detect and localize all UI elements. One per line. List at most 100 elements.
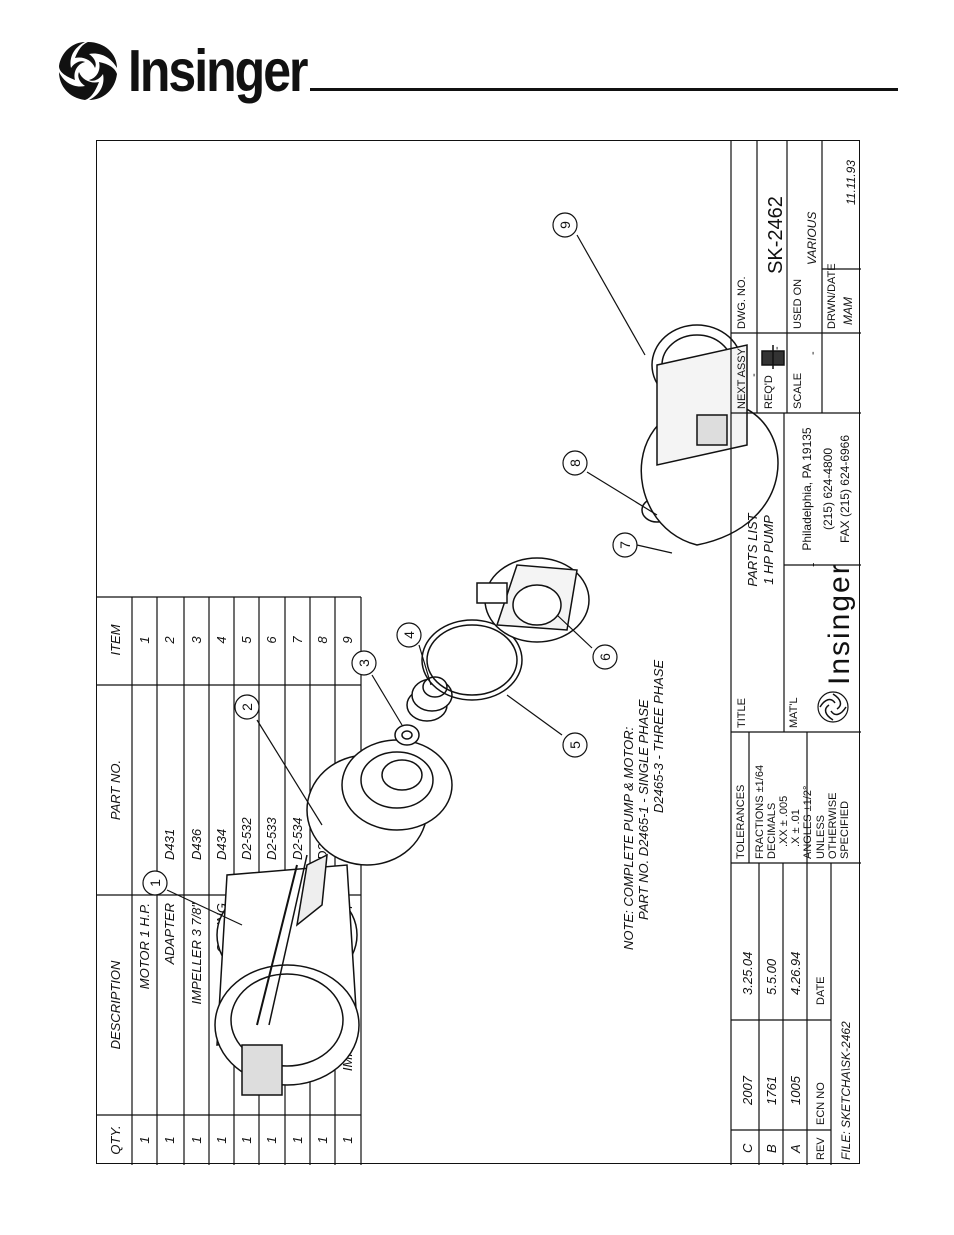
callout-circle	[562, 450, 588, 476]
scale-value: -	[807, 351, 819, 355]
callout-circle	[592, 644, 618, 670]
parts-cell-item: 8	[315, 636, 330, 644]
parts-cell-item: 5	[239, 636, 254, 644]
page-header: Insinger	[0, 0, 954, 110]
revision-cell-date: 3.25.04	[740, 952, 755, 995]
reqd-value: -	[771, 346, 783, 350]
used-on-value: VARIOUS	[805, 212, 819, 265]
callout-label: 7	[617, 541, 633, 549]
parts-cell-item: 3	[189, 636, 204, 644]
parts-cell-description: MOTOR 1 H.P.	[137, 903, 152, 989]
parts-cell-item: 6	[264, 636, 279, 644]
parts-cell-qty: 1	[239, 1136, 254, 1143]
revision-cell-rev: A	[788, 1144, 803, 1154]
next-assy-value: -	[748, 373, 760, 377]
tolerance-otherwise: OTHERWISE	[827, 793, 839, 859]
title-block-lines	[730, 141, 861, 1165]
parts-cell-qty: 1	[315, 1136, 330, 1143]
parts-cell-item: 1	[137, 636, 152, 643]
callout-circle	[562, 732, 588, 758]
adapter-shape	[306, 739, 453, 866]
next-assy-label: NEXT ASSY	[736, 347, 748, 409]
drawn-label: DRWN/DATE	[826, 263, 838, 329]
callout-circle	[552, 212, 578, 238]
rev-header-rev: REV	[815, 1137, 827, 1160]
header-part-no: PART NO.	[108, 760, 123, 820]
callout-circle	[351, 650, 377, 676]
leader-lines	[166, 234, 673, 926]
callout-label: 5	[567, 741, 583, 749]
title-line-2: 1 HP PUMP	[761, 515, 776, 585]
header-qty: QTY.	[108, 1125, 123, 1154]
tolerance-xxx: .XX ± .005	[778, 796, 790, 847]
tolerance-decimals: DECIMALS	[766, 803, 778, 859]
callout-circle	[612, 532, 638, 558]
reqd-label: REQ'D	[763, 375, 775, 409]
revision-cell-ecn: 1005	[788, 1075, 803, 1105]
address-line-1: Philadelphia, PA 19135	[800, 427, 814, 551]
parts-cell-item: 9	[340, 636, 355, 643]
dwg-no-value: SK-2462	[765, 196, 787, 274]
callout-label: 9	[557, 221, 573, 229]
parts-cell-qty: 1	[137, 1136, 152, 1143]
parts-cell-qty: 1	[214, 1136, 229, 1143]
parts-table-header: ITEM PART NO. DESCRIPTION QTY.	[108, 624, 123, 1154]
revision-cell-rev: C	[740, 1143, 755, 1153]
parts-cell-qty: 1	[162, 1136, 177, 1143]
tolerances-block: TOLERANCES FRACTIONS ±1/64 DECIMALS .XX …	[735, 765, 851, 859]
title-label: TITLE	[736, 698, 748, 728]
parts-cell-part-no: D431	[162, 829, 177, 860]
matl-label: MAT'L	[788, 697, 800, 728]
rev-header-ecn: ECN NO	[815, 1082, 827, 1125]
header-rule	[310, 88, 898, 91]
file-name: FILE: SKETCHA\SK-2462	[839, 1021, 853, 1160]
parts-cell-description: IMPELLER 3 7/8"	[189, 902, 204, 1005]
parts-cell-qty: 1	[264, 1136, 279, 1143]
address-line-3: FAX (215) 624-6966	[838, 435, 852, 543]
motor-shape	[214, 853, 360, 1096]
matl-value: -	[805, 562, 820, 567]
callout-circle	[142, 870, 168, 896]
header-item: ITEM	[108, 624, 123, 655]
title-line-1: PARTS LIST	[745, 512, 760, 586]
callout-label: 3	[356, 659, 372, 667]
tolerance-xx: .X ± .01	[790, 809, 802, 847]
drawn-date: 11.11.93	[844, 160, 858, 205]
callout-label: 8	[567, 459, 583, 467]
rev-header-date: DATE	[815, 976, 827, 1005]
exploded-pump-view	[214, 324, 785, 1096]
callout-label: 6	[597, 653, 613, 661]
header-description: DESCRIPTION	[108, 960, 123, 1049]
insinger-swirl-logo-icon	[59, 42, 117, 100]
company-name: Insinger	[823, 562, 856, 685]
note-line-2: PART NO. D2465-1 - SINGLE PHASE	[636, 699, 651, 920]
callout-label: 4	[401, 631, 417, 639]
drawn-by: MAM	[841, 297, 855, 325]
parts-cell-description: ADAPTER	[162, 903, 177, 965]
scale-label: SCALE	[792, 373, 804, 409]
parts-cell-part-no: D2-534	[290, 817, 305, 860]
parts-cell-item: 4	[214, 636, 229, 643]
o-ring-shape	[421, 619, 523, 701]
dwg-no-label: DWG. NO.	[736, 276, 748, 329]
parts-cell-part-no: D436	[189, 828, 204, 860]
title-section: TITLE PARTS LIST 1 HP PUMP MAT'L - Insin…	[736, 427, 856, 728]
used-on-label: USED ON	[792, 279, 804, 329]
parts-cell-part-no: D434	[214, 829, 229, 860]
note-block: NOTE: COMPLETE PUMP & MOTOR: PART NO. D2…	[621, 660, 666, 950]
right-title-section: NEXT ASSY - REQ'D - SCALE - DWG. NO. SK-…	[736, 160, 858, 409]
address-line-2: (215) 624-4800	[821, 448, 835, 530]
revision-cell-rev: B	[764, 1144, 779, 1153]
note-line-1: NOTE: COMPLETE PUMP & MOTOR:	[621, 726, 636, 950]
tolerance-angles: ANGLES ±1/2°	[802, 786, 814, 859]
note-line-3: D2465-3 - THREE PHASE	[651, 660, 666, 813]
parts-cell-item: 7	[290, 636, 305, 644]
tolerance-specified: SPECIFIED	[839, 801, 851, 859]
parts-cell-qty: 1	[189, 1136, 204, 1143]
tolerance-unless: UNLESS	[815, 815, 827, 859]
